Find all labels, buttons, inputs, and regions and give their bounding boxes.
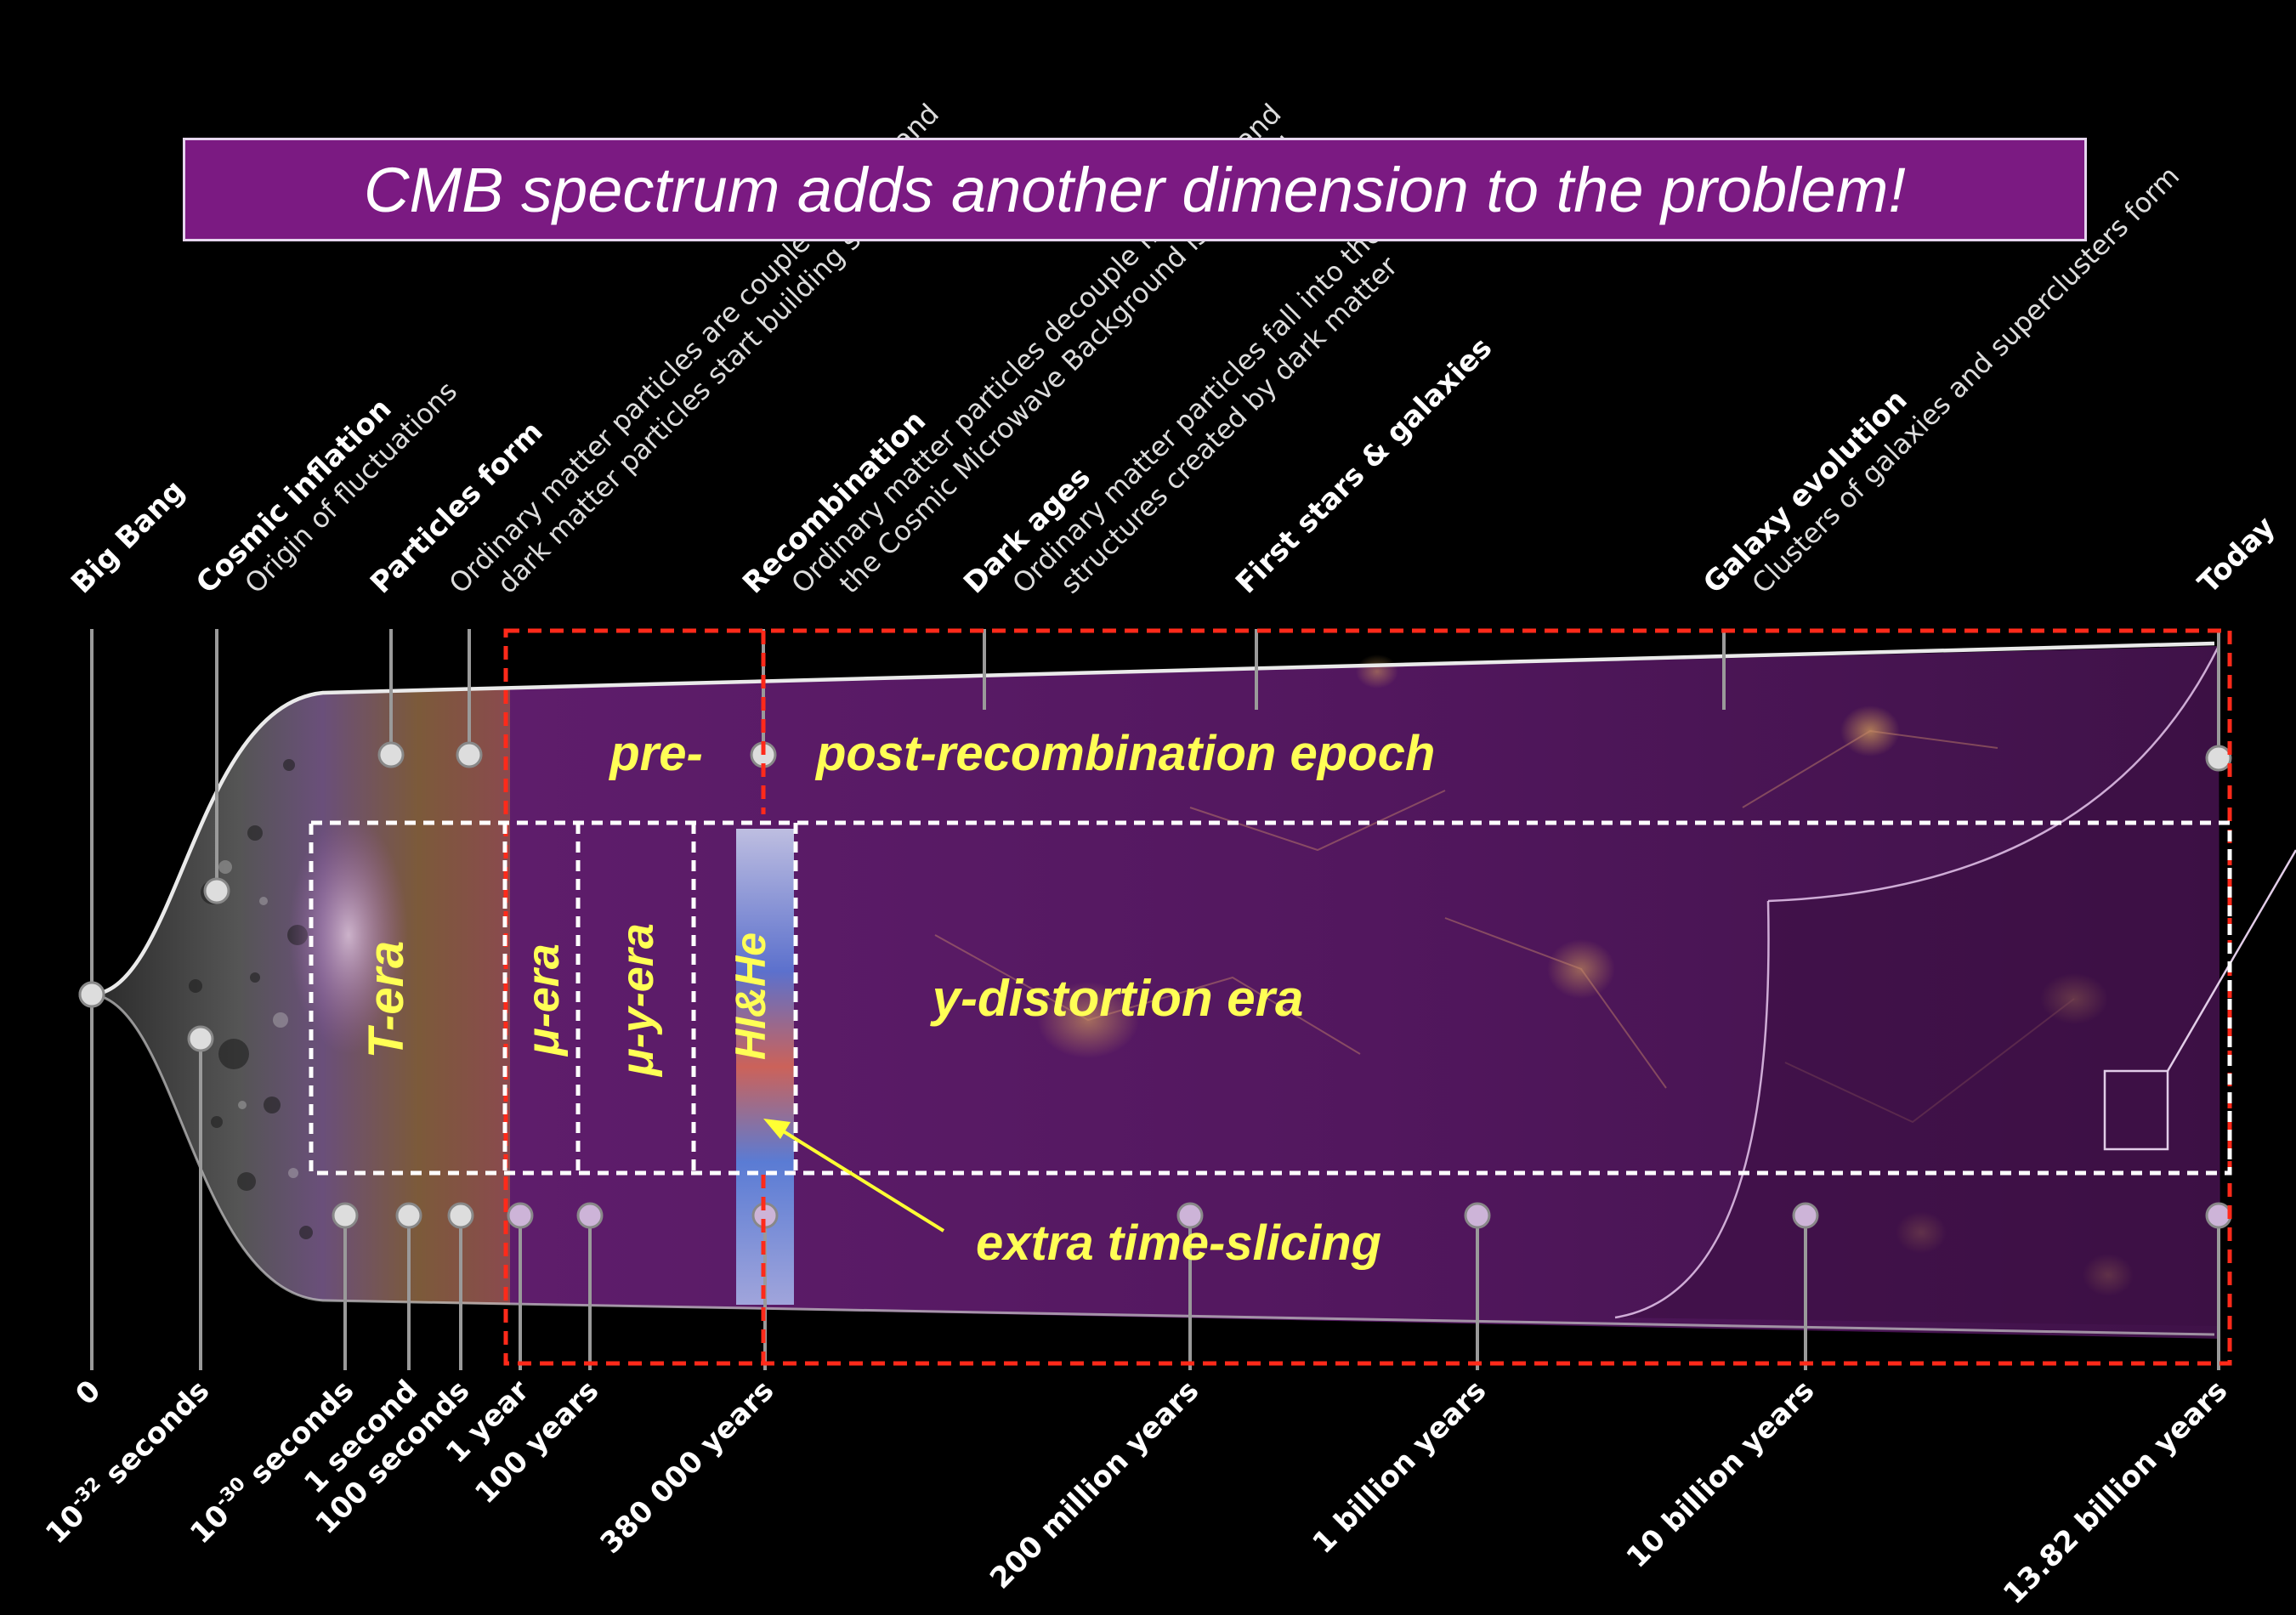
time-dot-2: [332, 1202, 359, 1229]
event-description: Origin of fluctuations: [238, 375, 463, 600]
universe-body: [93, 641, 2296, 1339]
event-title: Today: [2191, 510, 2282, 600]
time-dot-4: [447, 1202, 474, 1229]
time-label-10: 10 billion years: [1620, 1374, 1822, 1575]
mu-era-label: μ-era: [518, 944, 569, 1057]
annotation-arrow: [763, 1119, 945, 1232]
event-dot-3: [456, 741, 483, 768]
event-title: Galaxy evolution: [1697, 383, 1913, 600]
event-title: Big Bang: [65, 473, 191, 600]
time-dot-3: [395, 1202, 422, 1229]
event-dot-2: [377, 741, 405, 768]
region-labels: pre- post-recombination epoch y-distorti…: [359, 726, 1435, 1271]
event-dot-1: [203, 877, 230, 904]
page-title: CMB spectrum adds another dimension to t…: [364, 154, 1906, 225]
title-banner: CMB spectrum adds another dimension to t…: [183, 138, 2087, 241]
time-label-0: 0: [69, 1374, 107, 1412]
time-dot-0: [78, 981, 105, 1008]
zoom-inset-box: [2103, 1069, 2169, 1151]
hi-he-era-label: HI&He: [727, 932, 774, 1060]
time-dot-8: [1176, 1202, 1204, 1229]
event-dot-8: [2205, 745, 2232, 772]
event-description: structures created by dark matter: [1054, 249, 1404, 599]
time-dot-1: [187, 1025, 214, 1052]
event-label-8: Today: [2191, 510, 2282, 600]
time-dot-6: [576, 1202, 604, 1229]
time-dot-11: [2205, 1202, 2232, 1229]
pre-recombination-label: pre-: [608, 726, 703, 781]
mu-y-era-label: μ-y-era: [612, 923, 663, 1078]
time-label-7: 380 000 years: [594, 1374, 781, 1561]
t-era-label: T-era: [359, 941, 414, 1059]
region-boxes: [309, 628, 2232, 1366]
event-description: Ordinary matter particles fall into the: [1006, 218, 1388, 600]
post-recombination-box: [503, 628, 2232, 1366]
time-dot-10: [1792, 1202, 1819, 1229]
y-distortion-label: y-distortion era: [930, 970, 1304, 1027]
post-recombination-label: post-recombination epoch: [814, 726, 1435, 781]
time-label-8: 200 million years: [984, 1374, 1205, 1595]
event-title: Cosmic inflation: [190, 392, 398, 600]
y-distortion-box: [309, 820, 2232, 1176]
time-dot-5: [507, 1202, 534, 1229]
time-label-9: 1 billion years: [1306, 1374, 1493, 1561]
timeline-ticks: [78, 629, 2232, 1370]
event-label-0: Big Bang: [65, 473, 191, 600]
time-dot-9: [1464, 1202, 1491, 1229]
time-label-11: 13.82 billion years: [1997, 1374, 2234, 1611]
extra-time-slicing-label: extra time-slicing: [976, 1216, 1381, 1271]
